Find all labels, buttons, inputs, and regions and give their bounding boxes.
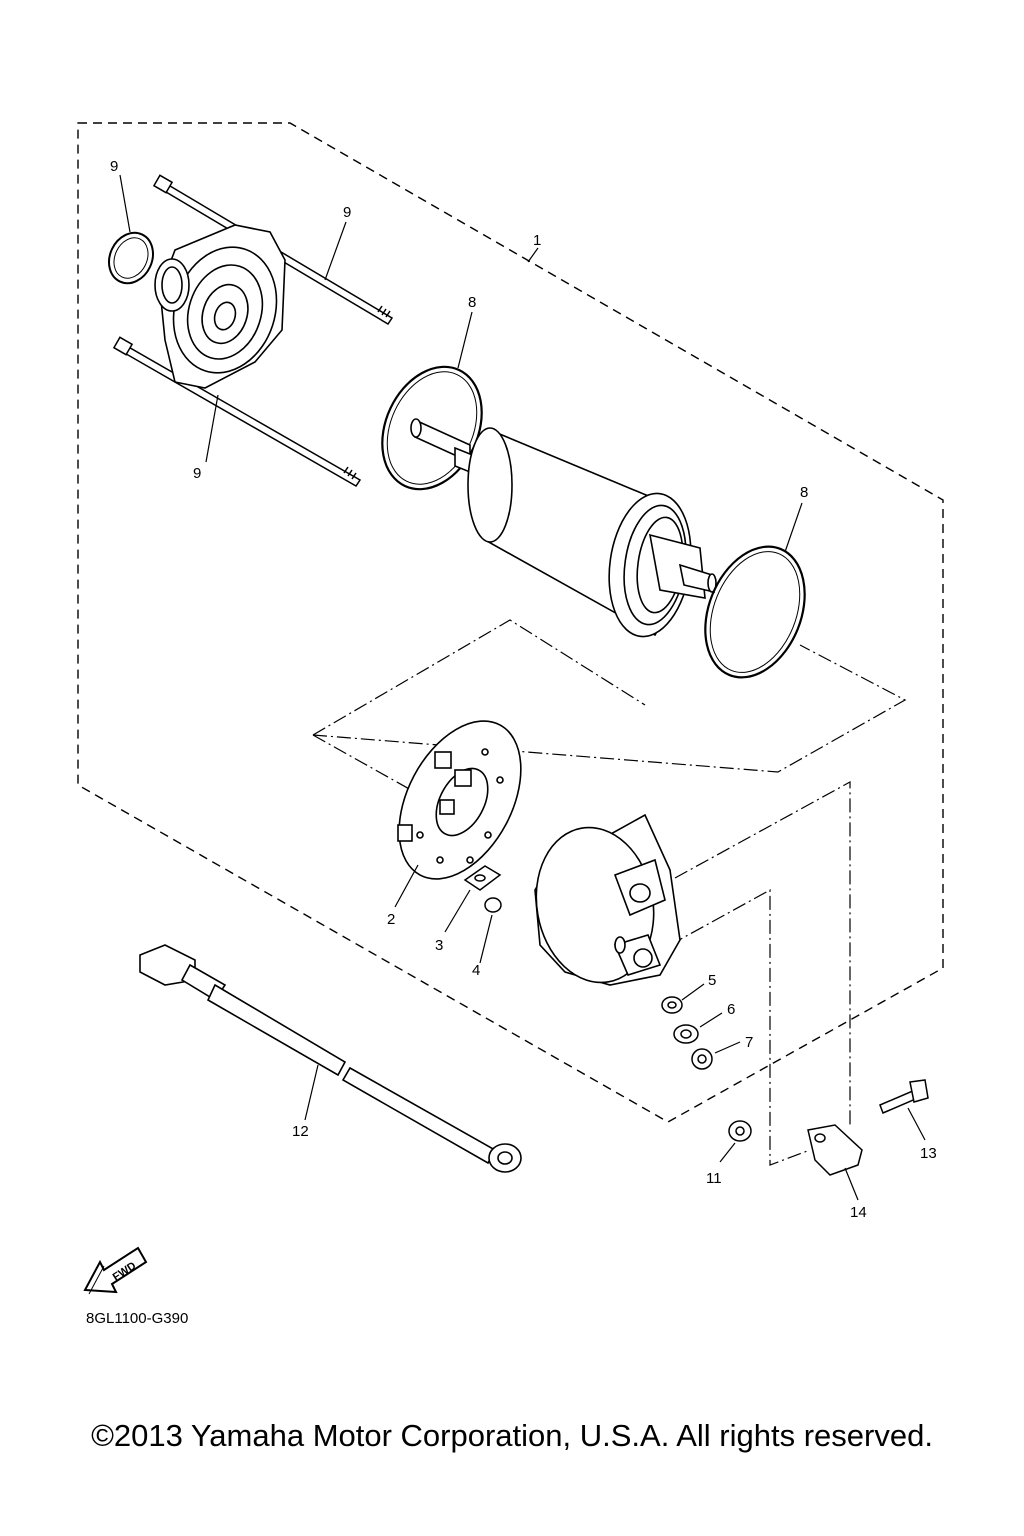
bracket-14 xyxy=(807,1124,863,1176)
callout-6: 6 xyxy=(727,1001,735,1018)
brush-holder-plate-2 xyxy=(397,720,522,880)
callout-13: 13 xyxy=(920,1145,937,1162)
callout-12: 12 xyxy=(292,1123,309,1140)
callout-8-lower: 8 xyxy=(800,484,808,501)
callout-3: 3 xyxy=(435,937,443,954)
callout-9-lower: 9 xyxy=(193,465,201,482)
callout-2: 2 xyxy=(387,911,395,928)
callout-10: 9 xyxy=(110,158,118,175)
starter-motor-exploded-diagram: 9 9 1 8 9 8 2 3 4 5 6 7 12 13 11 14 FWD xyxy=(77,122,944,1295)
armature-yoke xyxy=(410,418,717,638)
washer-4 xyxy=(484,897,502,913)
fwd-arrow-icon: FWD xyxy=(83,1246,148,1295)
assembly-boundary xyxy=(77,122,944,1123)
nuts-washers xyxy=(661,996,752,1142)
callout-4: 4 xyxy=(472,962,480,979)
callout-8-upper: 8 xyxy=(468,294,476,311)
alignment-lines xyxy=(312,619,907,1166)
front-cover xyxy=(154,224,286,389)
o-ring-10 xyxy=(108,231,154,285)
callout-1: 1 xyxy=(533,232,541,249)
callout-9-upper: 9 xyxy=(343,204,351,221)
leader-lines xyxy=(119,174,926,1201)
callout-5: 5 xyxy=(708,972,716,989)
lead-wire-12 xyxy=(139,944,522,1173)
o-ring-8-lower xyxy=(704,545,806,679)
terminal-3 xyxy=(463,865,502,891)
bolt-13 xyxy=(879,1079,929,1114)
callout-7: 7 xyxy=(745,1034,753,1051)
rear-cover xyxy=(534,813,681,986)
drawing-code: 8GL1100-G390 xyxy=(86,1310,189,1327)
callout-11: 11 xyxy=(706,1170,722,1187)
copyright-notice: ©2013 Yamaha Motor Corporation, U.S.A. A… xyxy=(91,1418,933,1453)
callout-14: 14 xyxy=(850,1204,867,1221)
